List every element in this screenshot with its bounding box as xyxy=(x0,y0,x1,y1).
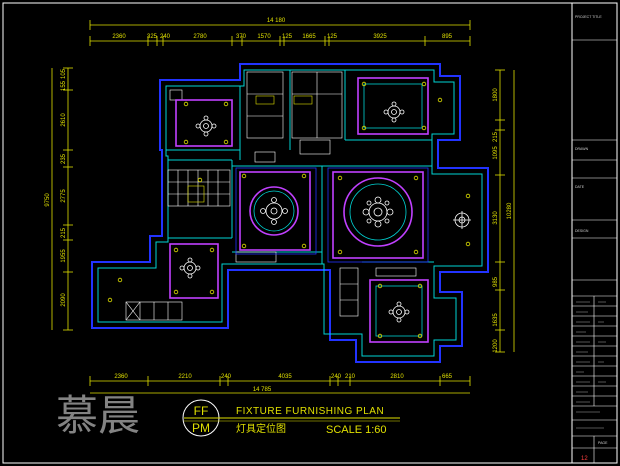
dim-left-5: 215 xyxy=(61,227,67,238)
dim-right-total: 10280 xyxy=(507,202,513,219)
bottom-dimension-labels: 2360 2210 240 4035 240 210 2810 665 14 7… xyxy=(114,374,452,393)
title-block-row-5: DATE xyxy=(575,185,585,189)
dim-left-2: 2610 xyxy=(61,113,67,127)
dim-top-6: 125 xyxy=(282,34,293,40)
dim-top-1: 325 xyxy=(147,34,158,40)
title-block-row-marks xyxy=(576,301,606,429)
bottom-dimension-chain xyxy=(89,376,471,394)
dim-right-0: 1800 xyxy=(493,88,499,102)
dim-top-0: 2360 xyxy=(112,34,126,40)
dim-bottom-3: 4035 xyxy=(278,374,292,380)
dim-top-3: 2780 xyxy=(193,34,207,40)
dim-bottom-2: 240 xyxy=(221,374,232,380)
dim-left-3: 235 xyxy=(61,153,67,164)
dim-bottom-1: 2210 xyxy=(178,374,192,380)
right-dimension-labels: 1800 215 1095 3130 985 1635 1200 10280 xyxy=(493,88,513,353)
title-block-sheet-no: 12 xyxy=(581,456,588,462)
title-block-header: PROJECT TITLE xyxy=(575,15,602,19)
dim-right-6: 1200 xyxy=(493,339,499,353)
drawing-title-area: 慕晨 FF PM FIXTURE FURNISHING PLAN 灯具定位图 S… xyxy=(56,391,400,440)
dim-top-2: 240 xyxy=(160,34,171,40)
dim-top-10: 895 xyxy=(442,34,453,40)
outer-wall xyxy=(91,63,489,363)
dim-top-7: 1665 xyxy=(302,34,316,40)
drawing-title-cn: 灯具定位图 xyxy=(236,422,286,435)
code-bottom: PM xyxy=(192,421,210,435)
left-dimension-chain xyxy=(51,67,73,331)
chandelier-icon xyxy=(195,115,217,137)
dim-bottom-4: 240 xyxy=(331,374,342,380)
dim-bottom-total: 14 785 xyxy=(253,387,272,393)
top-dimension-labels: 2360 325 240 2780 370 1570 125 1665 125 … xyxy=(112,18,452,40)
dim-left-6: 1955 xyxy=(61,249,67,263)
dim-left-0: 105 xyxy=(61,68,67,79)
watermark-text: 慕晨 xyxy=(56,391,140,440)
dim-top-total: 14 180 xyxy=(267,18,286,24)
dim-top-4: 370 xyxy=(236,34,247,40)
chandelier-icon xyxy=(179,257,201,279)
dim-right-2: 1095 xyxy=(493,146,499,160)
title-block-sheet-label: PAGE xyxy=(598,441,608,445)
dim-right-4: 985 xyxy=(493,276,499,287)
floor-plan xyxy=(91,63,489,363)
dim-top-5: 1570 xyxy=(257,34,271,40)
left-dimension-labels: 105 155 2610 235 2775 215 1955 2090 9750 xyxy=(45,68,67,306)
dim-right-5: 1635 xyxy=(493,313,499,327)
chandelier-large-icon xyxy=(362,196,394,228)
dim-right-3: 3130 xyxy=(493,211,499,225)
dim-left-total: 9750 xyxy=(45,193,51,207)
dim-bottom-0: 2360 xyxy=(114,374,128,380)
dim-left-1: 155 xyxy=(61,80,67,91)
downlights xyxy=(107,81,471,339)
dim-bottom-6: 2810 xyxy=(390,374,404,380)
wardrobe-units xyxy=(125,89,417,321)
dim-bottom-5: 210 xyxy=(345,374,356,380)
partitions xyxy=(166,70,434,264)
dim-top-9: 3925 xyxy=(373,34,387,40)
light-fixtures xyxy=(179,101,471,323)
code-top: FF xyxy=(194,404,209,418)
chandelier-icon xyxy=(388,301,410,323)
right-dimension-chain xyxy=(495,69,515,353)
ceiling-inner-outlines xyxy=(235,83,429,337)
top-dimension-chain xyxy=(89,20,471,46)
dim-top-8: 125 xyxy=(327,34,338,40)
title-block xyxy=(572,39,617,463)
dim-bottom-7: 665 xyxy=(442,374,453,380)
bath-fixtures xyxy=(246,71,343,163)
dim-left-4: 2775 xyxy=(61,189,67,203)
drawing-title-en: FIXTURE FURNISHING PLAN xyxy=(236,406,384,417)
dim-left-7: 2090 xyxy=(61,293,67,307)
title-block-row-8: DESIGN xyxy=(575,229,589,233)
chandelier-icon xyxy=(383,101,405,123)
title-block-row-4: DRAWN xyxy=(575,147,589,151)
ceiling-outlines xyxy=(169,77,429,343)
dim-right-1: 215 xyxy=(493,131,499,142)
chandelier-large-icon xyxy=(260,197,288,225)
inner-wall xyxy=(97,69,483,357)
wall-lamp-icon xyxy=(453,211,471,229)
title-block-text: PROJECT TITLE DRAWN DATE DESIGN PAGE xyxy=(575,15,608,445)
drawing-scale: SCALE 1:60 xyxy=(326,424,387,436)
kitchen-cabinets xyxy=(167,169,231,207)
